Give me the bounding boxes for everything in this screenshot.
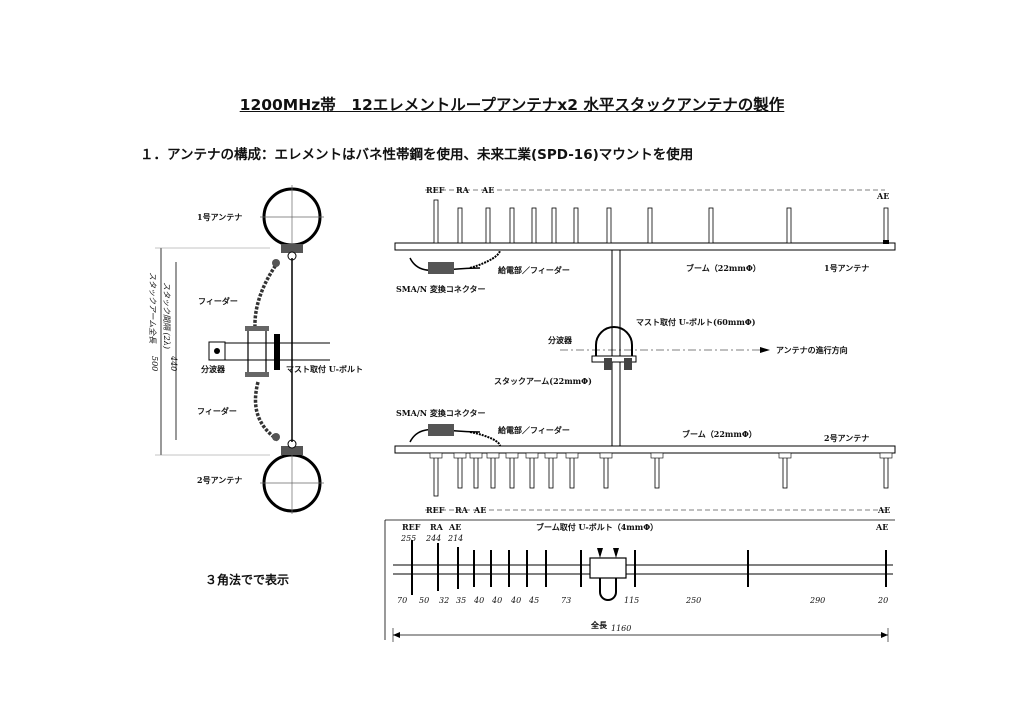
front-label-ref: REF: [402, 522, 421, 532]
top-view: REF RA AE AE 給電部／フィーダー SMA/N 変換コネクター ブーム…: [394, 185, 896, 515]
mast-u-bolt-top: [595, 326, 633, 358]
side-label-feeder-bottom: フィーダー: [197, 406, 237, 416]
spacing-label: 45: [528, 596, 539, 605]
dim-500: 500: [150, 356, 159, 371]
side-view: 1号アンテナ フィーダー 分波器 マスト取付 U-ボルト フィーダー 2号アンテ…: [148, 185, 363, 514]
top-label-ra-bottom: RA: [455, 505, 469, 515]
divider-box: [247, 329, 267, 375]
spacing-label: 40: [510, 596, 521, 605]
front-spacing-labels: 70 50 32 35 40 40 40 45 73 115 250 290 2…: [397, 596, 888, 605]
front-elements: [411, 540, 887, 595]
feeder-cable-bottom: [253, 381, 280, 442]
side-label-antenna2: 2号アンテナ: [197, 475, 242, 485]
front-size-ae: 214: [447, 534, 463, 543]
front-total-value: 1160: [611, 624, 631, 633]
spacing-label: 115: [624, 596, 639, 605]
front-label-boom-ubolt: ブーム取付 U-ボルト（4mmΦ）: [536, 522, 658, 532]
top-label-antenna1: 1号アンテナ: [824, 263, 869, 273]
spacing-label: 20: [877, 596, 888, 605]
front-size-ra: 244: [425, 534, 441, 543]
top-label-antenna2: 2号アンテナ: [824, 433, 869, 443]
dim-stack-length: スタックアーム全長: [148, 272, 157, 344]
spacing-label: 35: [456, 596, 466, 605]
top-label-boom2: ブーム（22mmΦ）: [682, 429, 757, 439]
front-size-ref: 255: [400, 534, 416, 543]
elements-1: [433, 199, 889, 244]
front-view: REF RA AE ブーム取付 U-ボルト（4mmΦ） AE 255 244 2…: [384, 519, 895, 642]
top-label-ae-right-bottom: AE: [877, 505, 890, 515]
top-label-feed2: 給電部／フィーダー: [498, 425, 570, 435]
section-heading: １．アンテナの構成：エレメントはバネ性帯鋼を使用、未来工業(SPD-16)マウン…: [140, 147, 694, 163]
spacing-label: 40: [491, 596, 502, 605]
front-label-ae-right: AE: [875, 522, 888, 532]
top-label-ra: RA: [456, 185, 470, 195]
spacing-label: 290: [809, 596, 825, 605]
top-label-ref-bottom: REF: [426, 505, 445, 515]
mast-u-bolt: [274, 334, 280, 370]
top-label-boom1: ブーム（22mmΦ）: [686, 263, 761, 273]
front-label-ae: AE: [448, 522, 461, 532]
dim-stack-spacing: スタック間隔 (2λ): [162, 282, 171, 349]
front-label-ra: RA: [430, 522, 444, 532]
projection-caption: ３角法でで表示: [205, 573, 290, 587]
spacing-label: 50: [419, 596, 429, 605]
top-label-ae: AE: [481, 185, 494, 195]
top-label-sma2: SMA/N 変換コネクター: [396, 408, 486, 418]
top-label-feed1: 給電部／フィーダー: [498, 265, 570, 275]
top-label-divider: 分波器: [548, 335, 573, 345]
top-label-ae-bottom: AE: [473, 505, 486, 515]
feeder-cable-top: [253, 260, 280, 346]
side-label-feeder-top: フィーダー: [198, 296, 238, 306]
top-label-sma1: SMA/N 変換コネクター: [396, 284, 486, 294]
feed-clamp-1: [281, 244, 303, 253]
elements-2: [429, 452, 893, 497]
front-total-label: 全長: [590, 620, 608, 630]
side-label-divider: 分波器: [201, 364, 226, 374]
feed-clamp-2: [281, 446, 303, 455]
boom-1: [394, 242, 896, 251]
side-label-antenna1: 1号アンテナ: [197, 212, 242, 222]
spacing-label: 73: [561, 596, 571, 605]
spacing-label: 32: [439, 596, 449, 605]
spacing-label: 250: [685, 596, 701, 605]
top-label-direction: アンテナの進行方向: [776, 345, 848, 355]
spacing-label: 40: [473, 596, 484, 605]
side-label-mast-bolt: マスト取付 U-ボルト: [286, 364, 363, 374]
top-label-ae-right: AE: [876, 191, 889, 201]
dim-440: 440: [169, 355, 178, 371]
document-title: 1200MHz帯 12エレメントループアンテナx2 水平スタックアンテナの製作: [239, 96, 785, 114]
top-label-ref: REF: [426, 185, 445, 195]
top-stack-arm: [611, 249, 621, 447]
boom-2: [394, 445, 896, 454]
spacing-label: 70: [397, 596, 407, 605]
top-label-mast-ubolt: マスト取付 U-ボルト(60mmΦ): [636, 317, 756, 327]
front-u-bolt: [589, 557, 627, 579]
top-label-stack-arm: スタックアーム(22mmΦ): [494, 376, 592, 386]
